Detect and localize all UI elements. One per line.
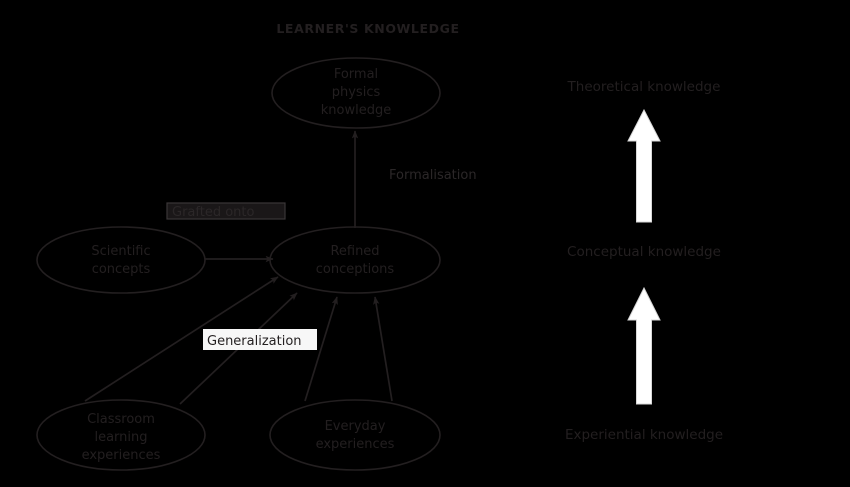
node-label-line: Everyday <box>325 419 386 434</box>
node-label-line: concepts <box>92 262 151 277</box>
axis-label-theoretical-knowledge: Theoretical knowledge <box>567 79 721 95</box>
page-title: LEARNER'S KNOWLEDGE <box>276 21 459 36</box>
node-label-line: conceptions <box>316 262 395 277</box>
edge-label-text: Generalization <box>207 334 302 349</box>
ellipse-shape <box>269 226 441 294</box>
node-label-line: Formal <box>334 67 378 82</box>
axis-label-conceptual-knowledge: Conceptual knowledge <box>567 244 721 260</box>
connector-everyday-to-refined-left <box>304 296 338 402</box>
node-label-line: experiences <box>82 448 161 463</box>
ellipse-shape <box>271 57 441 129</box>
lower-progression-arrow-icon <box>627 286 661 405</box>
axis-label-experiential-knowledge: Experiential knowledge <box>565 427 723 443</box>
ellipse-shape <box>36 226 206 294</box>
connector-classroom-to-refined-outer <box>84 276 279 402</box>
node-label-line: Scientific <box>91 244 150 259</box>
ellipse-shape <box>36 399 206 471</box>
node-refined-conceptions: Refined conceptions <box>269 226 441 294</box>
node-classroom-learning-experiences: Classroom learning experiences <box>36 399 206 471</box>
node-label-line: knowledge <box>321 103 391 118</box>
ellipse-shape <box>269 399 441 471</box>
node-everyday-experiences: Everyday experiences <box>269 399 441 471</box>
node-scientific-concepts: Scientific concepts <box>36 226 206 294</box>
node-label-line: experiences <box>316 437 395 452</box>
edge-label-generalization: Generalization <box>203 329 317 350</box>
edge-label-text: Grafted onto <box>172 205 255 220</box>
edge-label-grafted-onto: Grafted onto <box>166 202 286 220</box>
node-label-line: Classroom <box>87 412 155 427</box>
node-formal-physics-knowledge: Formal physics knowledge <box>271 57 441 129</box>
upper-progression-arrow-icon <box>627 108 661 223</box>
label-box <box>166 202 286 220</box>
label-box <box>203 329 317 350</box>
node-label-line: Refined <box>330 244 379 259</box>
node-label-line: learning <box>94 430 147 445</box>
edge-label-formalisation: Formalisation <box>389 168 477 183</box>
node-label-line: physics <box>332 85 381 100</box>
connector-everyday-to-refined-right <box>373 296 393 402</box>
